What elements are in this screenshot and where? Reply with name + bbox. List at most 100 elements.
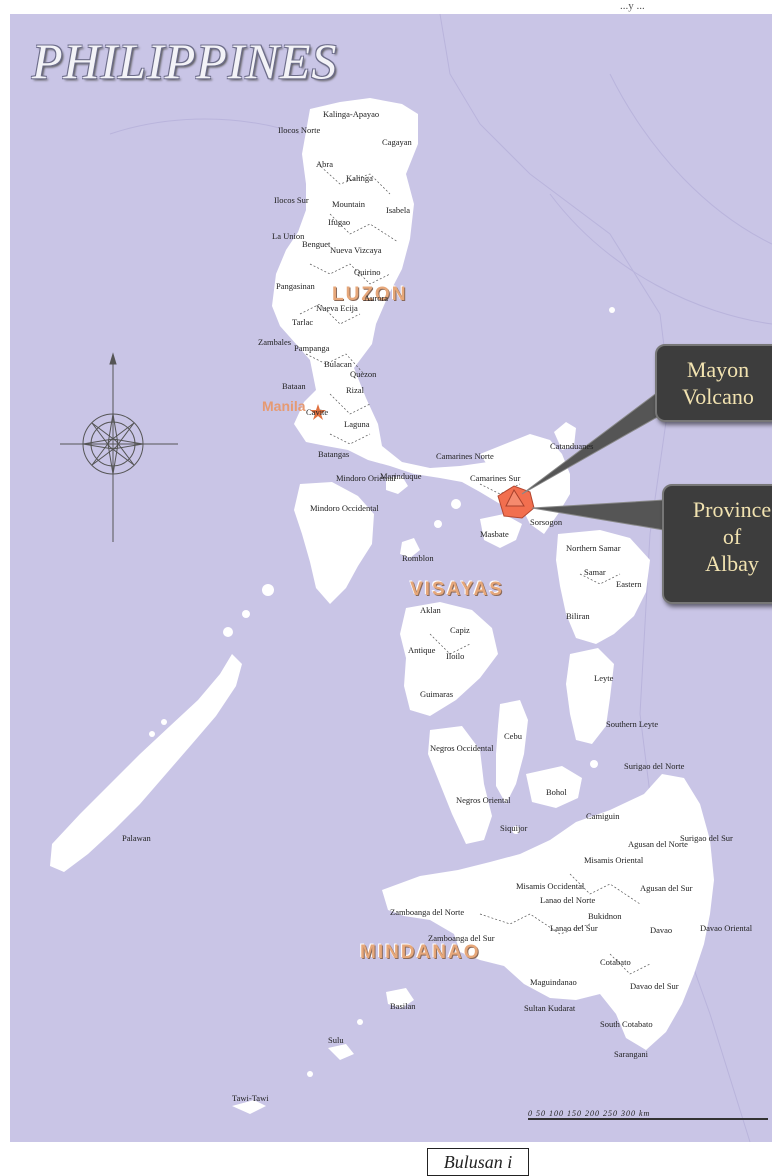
- region-label-luzon: LUZON: [332, 284, 408, 305]
- callout-mayon-line-2: Volcano: [682, 384, 754, 409]
- province-label: Negros Occidental: [430, 743, 494, 753]
- province-label: Ilocos Norte: [278, 125, 321, 135]
- province-label: Bohol: [546, 787, 567, 797]
- province-label: Siquijor: [500, 823, 528, 833]
- province-label: Southern Leyte: [606, 719, 659, 729]
- map-frame: PHILIPPINES LUZON VISAYAS MINDANAO Manil…: [10, 14, 772, 1142]
- region-label-mindanao: MINDANAO: [360, 942, 481, 963]
- luzon-island: [272, 98, 540, 514]
- province-label: Palawan: [122, 833, 151, 843]
- province-label: Quezon: [350, 369, 377, 379]
- province-label: Northern Samar: [566, 543, 621, 553]
- province-label: La Union: [272, 231, 305, 241]
- sulu-island: [328, 1044, 354, 1060]
- province-label: Misamis Occidental: [516, 881, 585, 891]
- province-label: Kalinga: [346, 173, 373, 183]
- province-label: Zambales: [258, 337, 292, 347]
- province-label: Zamboanga del Sur: [428, 933, 495, 943]
- province-label: Kalinga-Apayao: [323, 109, 380, 119]
- capital-label-manila: Manila: [262, 398, 306, 414]
- province-label: Davao del Sur: [630, 981, 679, 991]
- province-label: Maguindanao: [530, 977, 577, 987]
- province-label: Bukidnon: [588, 911, 622, 921]
- mayon-volcano-marker: [505, 488, 525, 507]
- map-title: PHILIPPINES: [32, 33, 338, 89]
- province-label: Quirino: [354, 267, 381, 277]
- callout-albay-line-2: of: [722, 524, 742, 549]
- province-label: Catanduanes: [550, 441, 594, 451]
- province-label: Antique: [408, 645, 436, 655]
- caption-box: Bulusan i: [427, 1148, 529, 1176]
- province-label: Ilocos Sur: [274, 195, 309, 205]
- callout-mayon-volcano: Mayon Volcano: [655, 344, 772, 422]
- province-label: Sorsogon: [530, 517, 563, 527]
- callout-albay-line-1: Province: [692, 497, 772, 522]
- province-label: Bulacan: [324, 359, 352, 369]
- map-canvas: [10, 14, 772, 1142]
- province-label: Isabela: [386, 205, 411, 215]
- province-label: Masbate: [480, 529, 509, 539]
- province-label: Rizal: [346, 385, 364, 395]
- province-label: Laguna: [344, 419, 370, 429]
- province-label: Camarines Sur: [470, 473, 521, 483]
- province-label: Agusan del Norte: [628, 839, 688, 849]
- province-label: Eastern: [616, 579, 642, 589]
- province-label: Zamboanga del Norte: [390, 907, 465, 917]
- province-label: Iloilo: [446, 651, 465, 661]
- basilan-island: [386, 988, 414, 1008]
- mindanao-island: [382, 774, 714, 1050]
- top-text-fragment: ...y ...: [620, 0, 645, 12]
- province-label: Aurora: [364, 293, 389, 303]
- samar-island: [556, 530, 650, 644]
- callout-mayon-line-1: Mayon: [686, 357, 750, 382]
- province-label: Batangas: [318, 449, 350, 459]
- bohol-island: [526, 766, 582, 808]
- province-label: Biliran: [566, 611, 590, 621]
- province-label: Camiguin: [586, 811, 620, 821]
- province-label: Mindoro Oriental: [336, 473, 396, 483]
- province-label: Romblon: [402, 553, 434, 563]
- marinduque-island: [386, 476, 408, 494]
- province-label: Tawi-Tawi: [232, 1093, 269, 1103]
- compass-rose-icon: [60, 352, 178, 542]
- province-label: Aklan: [420, 605, 441, 615]
- region-label-visayas: VISAYAS: [410, 579, 504, 600]
- callout-province-of-albay: Province of Albay: [662, 484, 772, 604]
- catanduanes-island: [554, 422, 576, 450]
- province-label: Cavite: [306, 407, 329, 417]
- province-label: Cagayan: [382, 137, 412, 147]
- province-label: Tarlac: [292, 317, 314, 327]
- province-label: Pangasinan: [276, 281, 315, 291]
- province-label: Leyte: [594, 673, 614, 683]
- scale-bar-label: 0 50 100 150 200 250 300 km: [528, 1109, 651, 1118]
- province-label: Abra: [316, 159, 333, 169]
- province-label: Cotabato: [600, 957, 631, 967]
- province-label: Misamis Oriental: [584, 855, 644, 865]
- province-label: Mountain: [332, 199, 366, 209]
- province-label: Davao: [650, 925, 673, 935]
- province-label: Davao Oriental: [700, 923, 753, 933]
- province-label: Lanao del Sur: [550, 923, 598, 933]
- province-label: Sarangani: [614, 1049, 648, 1059]
- cebu-island: [496, 700, 528, 804]
- province-label: Lanao del Norte: [540, 895, 596, 905]
- province-label: Mindoro Occidental: [310, 503, 379, 513]
- palawan-island: [50, 654, 242, 872]
- masbate-island: [480, 514, 522, 548]
- leyte-island: [566, 648, 614, 744]
- province-label: Nueva Ecija: [316, 303, 358, 313]
- province-label: Agusan del Sur: [640, 883, 693, 893]
- province-label: Benguet: [302, 239, 331, 249]
- manila-marker-icon: [310, 404, 326, 420]
- province-label: Pampanga: [294, 343, 330, 353]
- province-label: South Cotabato: [600, 1019, 653, 1029]
- province-label: Guimaras: [420, 689, 454, 699]
- mindoro-island: [294, 482, 374, 604]
- negros-island: [428, 726, 492, 844]
- province-label: Marinduque: [380, 471, 422, 481]
- province-label: Samar: [584, 567, 606, 577]
- province-label: Sultan Kudarat: [524, 1003, 576, 1013]
- callout-albay-line-3: Albay: [705, 551, 759, 576]
- province-label: Negros Oriental: [456, 795, 511, 805]
- province-label: Cebu: [504, 731, 522, 741]
